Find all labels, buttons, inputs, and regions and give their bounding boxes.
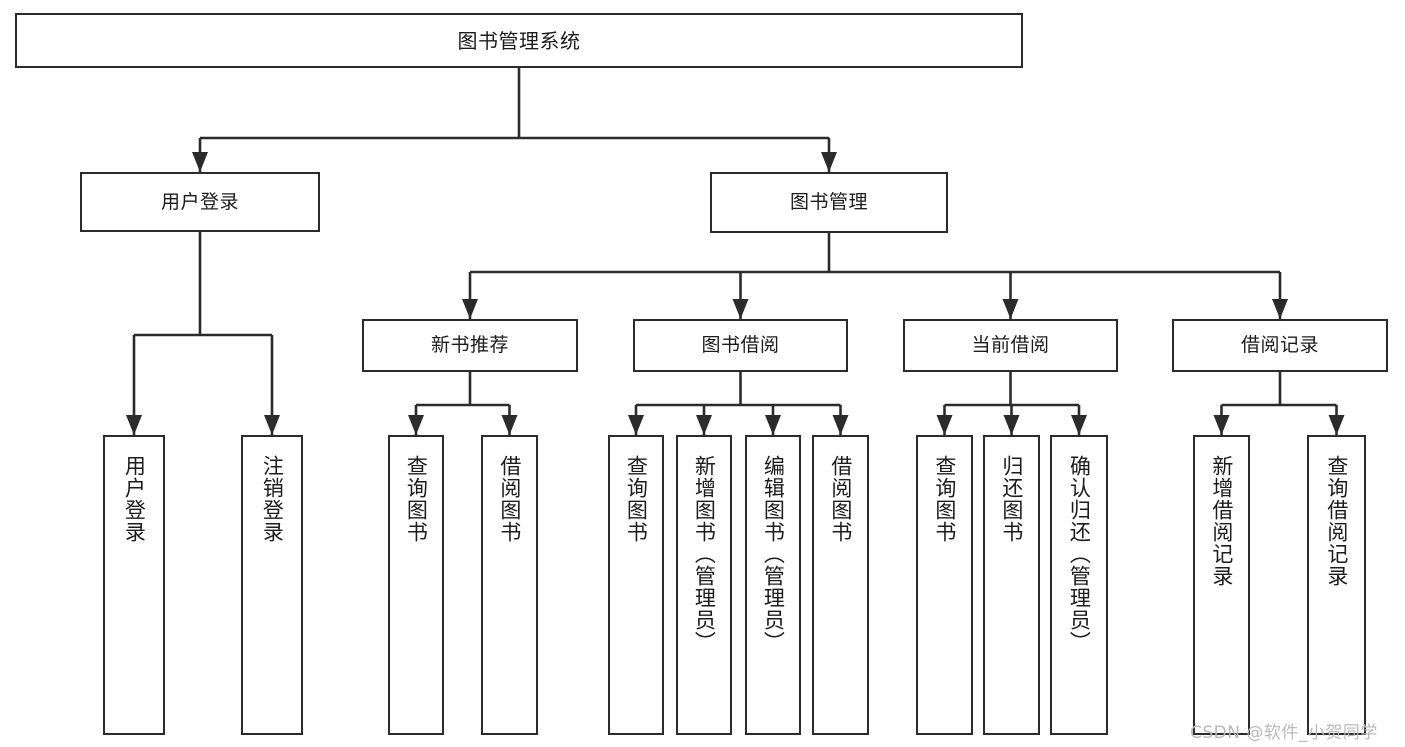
node-label: 新增借阅记录 — [1209, 455, 1234, 587]
node-leaf2[interactable]: 注销登录 — [241, 435, 303, 735]
arrowhead-newbook — [462, 299, 478, 319]
arrowhead-leaf8 — [832, 415, 849, 435]
arrowhead-leaf6 — [696, 415, 712, 435]
arrowhead-borrow — [732, 299, 749, 319]
arrowhead-leaf3 — [408, 415, 424, 435]
node-label: 图书借阅 — [701, 334, 780, 357]
node-leaf10[interactable]: 归还图书 — [983, 435, 1040, 735]
arrowhead-records — [1272, 299, 1288, 319]
node-leaf1[interactable]: 用户登录 — [103, 435, 165, 735]
node-leaf3[interactable]: 查询图书 — [388, 435, 444, 735]
node-leaf8[interactable]: 借阅图书 — [812, 435, 869, 735]
node-label: 注销登录 — [260, 455, 285, 543]
node-label: 确认归还（管理员） — [1067, 455, 1092, 653]
node-label: 编辑图书（管理员） — [761, 455, 786, 653]
node-login[interactable]: 用户登录 — [80, 172, 320, 232]
node-label: 新增图书（管理员） — [692, 455, 717, 653]
node-root[interactable]: 图书管理系统 — [15, 13, 1023, 68]
node-bookmgr[interactable]: 图书管理 — [710, 172, 948, 233]
node-leaf6[interactable]: 新增图书（管理员） — [676, 435, 732, 735]
node-leaf13[interactable]: 查询借阅记录 — [1307, 435, 1366, 735]
node-label: 查询图书 — [404, 455, 429, 543]
node-label: 用户登录 — [160, 190, 239, 213]
arrowhead-leaf11 — [1071, 415, 1087, 435]
arrowhead-leaf2 — [264, 415, 280, 435]
node-leaf11[interactable]: 确认归还（管理员） — [1050, 435, 1108, 735]
node-leaf5[interactable]: 查询图书 — [608, 435, 664, 735]
node-current[interactable]: 当前借阅 — [903, 319, 1118, 372]
node-records[interactable]: 借阅记录 — [1172, 319, 1388, 372]
arrowhead-leaf10 — [1003, 415, 1020, 435]
node-label: 新书推荐 — [430, 334, 509, 357]
node-leaf12[interactable]: 新增借阅记录 — [1193, 435, 1250, 735]
node-label: 查询图书 — [624, 455, 649, 543]
arrowhead-leaf9 — [936, 415, 953, 435]
node-borrow[interactable]: 图书借阅 — [633, 319, 848, 372]
arrowhead-leaf7 — [765, 415, 781, 435]
node-label: 借阅图书 — [497, 455, 522, 543]
node-label: 图书管理系统 — [457, 28, 581, 53]
node-newbook[interactable]: 新书推荐 — [362, 319, 578, 372]
arrowhead-login — [192, 152, 208, 172]
arrowhead-leaf12 — [1213, 415, 1230, 435]
node-leaf7[interactable]: 编辑图书（管理员） — [745, 435, 801, 735]
node-label: 用户登录 — [122, 455, 147, 543]
arrowhead-leaf13 — [1328, 415, 1345, 435]
arrowhead-current — [1002, 299, 1019, 319]
node-label: 图书管理 — [789, 191, 868, 214]
node-label: 查询图书 — [932, 455, 957, 543]
node-label: 借阅图书 — [828, 455, 853, 543]
arrowhead-leaf5 — [628, 415, 644, 435]
node-label: 当前借阅 — [971, 334, 1050, 357]
arrowhead-bookmgr — [821, 152, 837, 172]
node-leaf9[interactable]: 查询图书 — [916, 435, 973, 735]
arrowhead-leaf1 — [126, 415, 142, 435]
node-label: 归还图书 — [999, 455, 1024, 543]
arrowhead-leaf4 — [501, 415, 518, 435]
node-label: 查询借阅记录 — [1324, 455, 1349, 587]
node-label: 借阅记录 — [1240, 334, 1319, 357]
node-leaf4[interactable]: 借阅图书 — [481, 435, 538, 735]
